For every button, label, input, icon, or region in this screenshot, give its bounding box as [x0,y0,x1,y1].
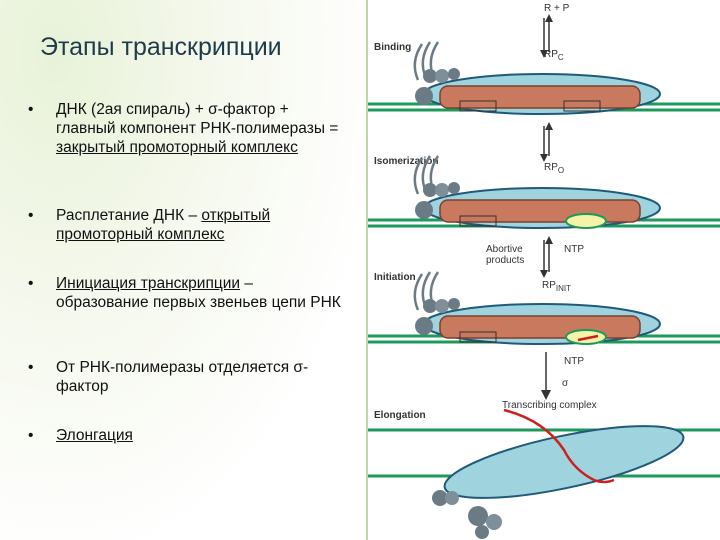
bullet-link-initiation[interactable]: Инициация транскрипции [56,275,241,292]
bullet-dot: • [28,101,34,118]
bullet-link-open-complex[interactable]: открытый промоторный комплекс [56,207,271,243]
elongation-complex [368,408,720,539]
dna-bubble [565,329,607,345]
rpo-label: RPO [544,162,564,175]
bullet-dot: • [28,427,34,444]
equilibrium-arrow-3 [540,236,553,278]
rna-transcript [577,334,599,342]
ntp-label-1: NTP [564,244,584,255]
binding-complex [368,40,720,115]
bullet-dot: • [28,359,34,376]
equilibrium-arrow-2 [540,122,553,162]
ntp-label-2: NTP [564,356,584,367]
initiation-complex [368,270,720,345]
bullet-item-closed-complex: • ДНК (2ая спираль) + σ-фактор + главный … [28,100,348,206]
stage-label-isomerization: Isomerization [374,156,438,167]
rna-transcript [503,408,615,484]
bullet-link-elongation[interactable]: Элонгация [56,427,133,444]
bullet-item-sigma-release: • От РНК-полимеразы отделяется σ-фактор [28,358,348,426]
isomerization-complex [368,154,720,229]
bullet-text: – образование первых звеньев цепи РНК [56,275,341,311]
bullet-text: От РНК-полимеразы отделяется σ-фактор [56,359,309,395]
left-panel: Этапы транскрипции • ДНК (2ая спираль) + … [0,0,366,540]
top-label: R + P [544,3,570,14]
sigma-label: σ [562,378,569,389]
page-title: Этапы транскрипции [40,33,282,61]
bullet-link-closed-complex[interactable]: закрытый промоторный комплекс [56,139,298,156]
rpinit-label: RPINIT [542,280,571,293]
panel-divider [366,0,368,540]
stage-label-binding: Binding [374,42,411,53]
released-sigma [432,490,502,539]
bullet-text: Расплетание ДНК – [56,207,202,224]
forward-arrow [541,352,551,400]
bullet-dot: • [28,275,34,292]
bullet-item-open-complex: • Расплетание ДНК – открытый промоторный … [28,206,348,274]
rna-polymerase [443,425,685,499]
bullet-dot: • [28,207,34,224]
equilibrium-arrow-1 [540,14,553,58]
bullet-item-initiation: • Инициация транскрипции – образование пе… [28,274,348,358]
stage-label-initiation: Initiation [374,272,416,283]
transcription-diagram: R + P Binding RPC Isomerization RPO Init… [368,3,720,539]
rpc-label-1: RPC [544,49,564,62]
stage-label-elongation: Elongation [374,410,426,421]
dna-bubble [565,213,607,229]
bullet-list: • ДНК (2ая спираль) + σ-фактор + главный … [28,100,348,456]
transcribing-complex-label: Transcribing complex [502,400,597,411]
bullet-item-elongation: • Элонгация [28,426,348,456]
bullet-text: ДНК (2ая спираль) + σ-фактор + главный к… [56,101,339,137]
